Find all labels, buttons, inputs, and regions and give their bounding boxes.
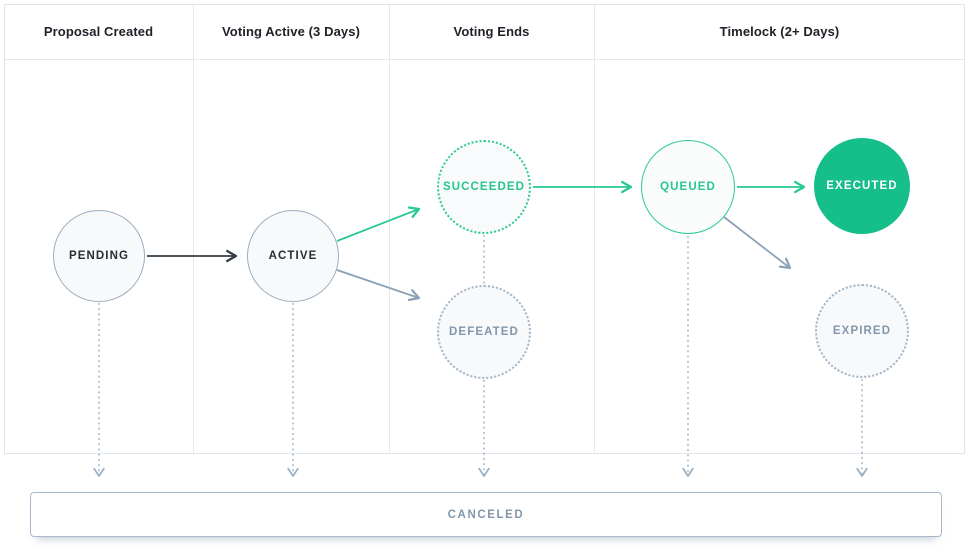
state-active: ACTIVE [247,210,339,302]
column-header-proposal-created: Proposal Created [43,24,154,39]
state-executed: EXECUTED [814,138,910,234]
header-divider [5,59,965,60]
state-pending: PENDING [53,210,145,302]
column-divider-3 [594,5,595,454]
state-queued: QUEUED [641,140,735,234]
state-queued-label: QUEUED [660,181,716,193]
column-header-voting-ends: Voting Ends [453,24,530,39]
state-pending-label: PENDING [68,250,130,262]
column-divider-1 [193,5,194,454]
state-expired-label: EXPIRED [832,325,892,337]
state-expired: EXPIRED [815,284,909,378]
state-canceled: CANCELED [30,492,942,537]
state-active-label: ACTIVE [268,250,318,262]
column-header-timelock: Timelock (2+ Days) [719,24,840,39]
state-defeated-label: DEFEATED [449,326,519,338]
column-header-voting-active: Voting Active (3 Days) [221,24,360,39]
state-succeeded-label: SUCCEEDED [442,181,526,193]
state-succeeded: SUCCEEDED [437,140,531,234]
state-executed-label: EXECUTED [826,180,898,192]
state-defeated: DEFEATED [437,285,531,379]
state-canceled-label: CANCELED [447,508,525,521]
column-divider-2 [389,5,390,454]
